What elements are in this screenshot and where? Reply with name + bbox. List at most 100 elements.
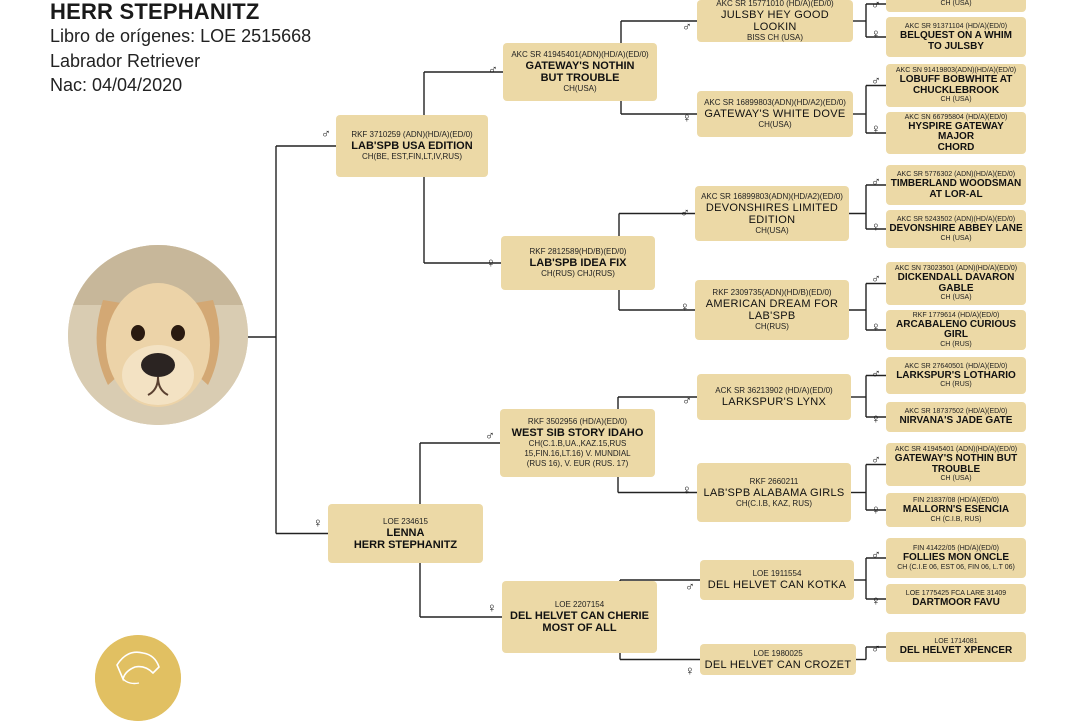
- female-symbol-icon: ♀: [682, 110, 692, 125]
- dog-registration: AKC SN 73023501 (ADN)(HD/A)(ED/0): [894, 265, 1018, 273]
- male-symbol-icon: ♂: [871, 271, 881, 286]
- dog-name: DEVONSHIRE ABBEY LANE: [889, 223, 1023, 234]
- dog-card-dam-sire-sire-dam: AKC SR 18737502 (HD/A)(ED/0)NIRVANA'S JA…: [886, 402, 1026, 432]
- female-symbol-icon: ♀: [486, 255, 496, 270]
- female-symbol-icon: ♀: [871, 411, 881, 426]
- dog-card-sire-sire-sire-sire: CH (USA): [886, 0, 1026, 12]
- dog-card-dam-sire: RKF 3502956 (HD/A)(ED/0)WEST SIB STORY I…: [500, 409, 655, 477]
- male-symbol-icon: ♂: [488, 62, 498, 77]
- male-symbol-icon: ♂: [871, 641, 881, 656]
- pedigree-header: HERR STEPHANITZ Libro de orígenes: LOE 2…: [50, 0, 311, 98]
- female-symbol-icon: ♀: [871, 219, 881, 234]
- dog-card-sire-dam-sire-dam: AKC SR 5243502 (ADN)(HD/A)(ED/0)DEVONSHI…: [886, 210, 1026, 248]
- dog-registration: AKC SR 5243502 (ADN)(HD/A)(ED/0): [896, 216, 1016, 223]
- male-symbol-icon: ♂: [871, 366, 881, 381]
- female-symbol-icon: ♀: [685, 663, 695, 678]
- dog-name: HYSPIRE GATEWAY MAJOR CHORD: [908, 120, 1004, 153]
- dog-name-title: HERR STEPHANITZ: [50, 0, 260, 24]
- dog-registration: AKC SN 66795804 (HD/A)(ED/0): [904, 113, 1008, 121]
- dog-registration: AKC SR 27640501 (HD/A)(ED/0): [904, 362, 1008, 370]
- dog-registration: FIN 21837/08 (HD/A)(ED/0): [913, 497, 999, 504]
- birth-date: Nac: 04/04/2020: [50, 75, 183, 95]
- male-symbol-icon: ♂: [680, 205, 690, 220]
- male-symbol-icon: ♂: [485, 428, 495, 443]
- dog-name: WEST SIB STORY IDAHO: [511, 427, 644, 439]
- dog-card-sire-dam-sire-sire: AKC SR 5776302 (ADN)(HD/A)(ED/0)TIMBERLA…: [886, 165, 1026, 205]
- male-symbol-icon: ♂: [682, 19, 692, 34]
- dog-registration: RKF 3502956 (HD/A)(ED/0): [527, 417, 628, 426]
- dog-name: DEL HELVET CAN CHERIE MOST OF ALL: [510, 610, 649, 634]
- female-symbol-icon: ♀: [487, 600, 497, 615]
- dog-card-sire: RKF 3710259 (ADN)(HD/A)(ED/0)LAB'SPB USA…: [336, 115, 488, 177]
- dog-titles: BISS CH (USA): [746, 33, 803, 42]
- dog-name: DARTMOOR FAVU: [912, 597, 1000, 609]
- dog-registration: LOE 2207154: [554, 600, 605, 609]
- dog-card-sire-dam-dam-sire: AKC SN 73023501 (ADN)(HD/A)(ED/0)DICKEND…: [886, 262, 1026, 305]
- dog-titles: CH(USA): [758, 120, 792, 129]
- dog-registration: LOE 234615: [383, 516, 428, 526]
- dog-registration: RKF 2812589(HD/B)(ED/0): [529, 247, 627, 256]
- dog-name: LARKSPUR'S LOTHARIO: [896, 369, 1016, 381]
- female-symbol-icon: ♀: [871, 319, 881, 334]
- male-symbol-icon: ♂: [871, 547, 881, 562]
- male-symbol-icon: ♂: [871, 174, 881, 189]
- dog-card-dam-sire-sire: ACK SR 36213902 (HD/A)(ED/0)LARKSPUR'S L…: [697, 374, 851, 420]
- dog-registration: FIN 41422/05 (HD/A)(ED/0): [913, 545, 999, 552]
- dog-name: LOBUFF BOBWHITE AT CHUCKLEBROOK: [899, 74, 1013, 96]
- dog-card-sire-dam-dam-dam: RKF 1779614 (HD/A)(ED/0)ARCABALENO CURIO…: [886, 310, 1026, 350]
- dog-name: DEVONSHIRES LIMITED EDITION: [705, 201, 839, 226]
- dog-registration: LOE 1714081: [934, 638, 978, 646]
- dog-titles: CH(C.I.B, KAZ, RUS): [735, 498, 812, 508]
- dog-card-sire-sire-dam-sire: AKC SN 91419803(ADN)(HD/A)(ED/0)LOBUFF B…: [886, 64, 1026, 107]
- dog-titles: CH (USA): [940, 0, 972, 7]
- dog-card-sire-dam-sire: AKC SR 16899803(ADN)(HD/A2)(ED/0)DEVONSH…: [695, 186, 849, 241]
- dog-registration: AKC SR 16899803(ADN)(HD/A2)(ED/0): [701, 191, 843, 201]
- dog-registration: RKF 2309735(ADN)(HD/B)(ED/0): [712, 288, 832, 297]
- male-symbol-icon: ♂: [321, 126, 331, 141]
- dog-card-sire-sire: AKC SR 41945401(ADN)(HD/A)(ED/0)GATEWAY'…: [503, 43, 657, 101]
- dog-card-sire-sire-dam: AKC SR 16899803(ADN)(HD/A2)(ED/0)GATEWAY…: [697, 91, 853, 137]
- dog-name: GATEWAY'S NOTHIN BUT TROUBLE: [894, 453, 1018, 475]
- registry-number: Libro de orígenes: LOE 2515668: [50, 26, 312, 46]
- dog-name: LAB'SPB USA EDITION: [351, 140, 473, 152]
- dog-name: AMERICAN DREAM FOR LAB'SPB: [705, 298, 839, 322]
- dog-registration: AKC SR 91371104 (HD/A)(ED/0): [904, 23, 1008, 30]
- male-symbol-icon: ♂: [871, 73, 881, 88]
- dog-name: MALLORN'S ESENCIA: [902, 504, 1010, 515]
- dog-name: FOLLIES MON ONCLE: [902, 552, 1010, 563]
- dog-name: LAB'SPB IDEA FIX: [529, 257, 627, 269]
- dog-name: BELQUEST ON A WHIM TO JULSBY: [899, 30, 1013, 52]
- male-symbol-icon: ♂: [871, 452, 881, 467]
- female-symbol-icon: ♀: [871, 121, 881, 136]
- dog-registration: AKC SR 41945401 (ADN)(HD/A)(ED/0): [894, 446, 1018, 454]
- dog-titles: CH(USA): [563, 84, 597, 93]
- dog-titles: CH (RUS): [940, 381, 972, 388]
- dog-name: GATEWAY'S WHITE DOVE: [704, 108, 846, 120]
- dog-card-dam-sire-dam-dam: FIN 21837/08 (HD/A)(ED/0)MALLORN'S ESENC…: [886, 493, 1026, 527]
- dog-name: GATEWAY'S NOTHIN BUT TROUBLE: [525, 60, 635, 84]
- male-symbol-icon: ♂: [682, 393, 692, 408]
- dog-name: TIMBERLAND WOODSMAN AT LOR-AL: [890, 178, 1022, 200]
- dog-titles: CH(BE, EST,FIN,LT,IV,RUS): [361, 152, 463, 161]
- dog-card-dam-sire-dam-sire: AKC SR 41945401 (ADN)(HD/A)(ED/0)GATEWAY…: [886, 443, 1026, 486]
- dog-registration: LOE 1911554: [752, 569, 802, 578]
- dog-card-sire-sire-dam-dam: AKC SN 66795804 (HD/A)(ED/0)HYSPIRE GATE…: [886, 112, 1026, 154]
- dog-titles: CH (USA): [940, 234, 972, 242]
- dog-titles: CH (C.I.B, RUS): [930, 515, 982, 523]
- female-symbol-icon: ♀: [682, 482, 692, 497]
- dog-titles: CH(C.1.B,UA.,KAZ.15,RUS 15,FIN.16,LT.16)…: [524, 439, 631, 468]
- dog-registration: AKC SR 5776302 (ADN)(HD/A)(ED/0): [896, 171, 1016, 178]
- dog-titles: CH (C.I.E 06, EST 06, FIN 06, L.T 06): [897, 563, 1015, 571]
- dog-card-dam-dam-sire-sire: FIN 41422/05 (HD/A)(ED/0)FOLLIES MON ONC…: [886, 538, 1026, 578]
- dog-registration: AKC SN 91419803(ADN)(HD/A)(ED/0): [895, 67, 1017, 75]
- female-symbol-icon: ♀: [871, 593, 881, 608]
- dog-name: DEL HELVET CAN CROZET: [704, 658, 852, 671]
- dog-name: ARCABALENO CURIOUS GIRL: [896, 318, 1016, 341]
- female-symbol-icon: ♀: [871, 26, 881, 41]
- dog-name: DEL HELVET XPENCER: [899, 645, 1013, 657]
- female-symbol-icon: ♀: [871, 502, 881, 517]
- dog-name: NIRVANA'S JADE GATE: [899, 415, 1013, 427]
